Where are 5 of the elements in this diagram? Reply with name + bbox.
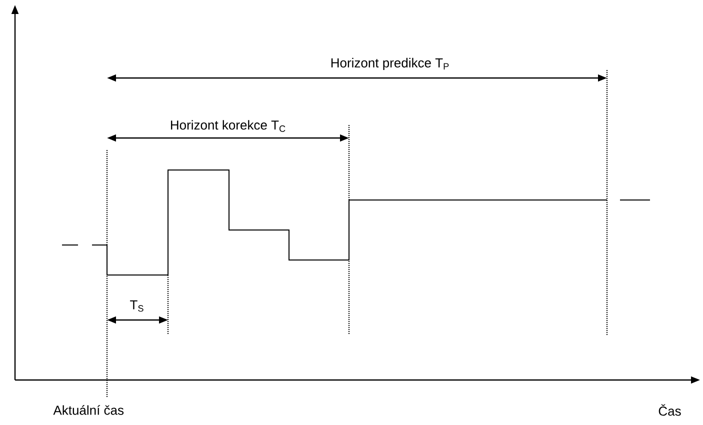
- axis-label: Čas: [658, 404, 681, 416]
- dimension-label: T$_{S}$: [130, 300, 144, 312]
- dimension-label: Horizont korekce T$_{C}$: [171, 120, 286, 132]
- axis-label: Aktuální čas: [53, 405, 124, 415]
- dimension-label: Horizont predikce T$_{P}$: [331, 58, 449, 70]
